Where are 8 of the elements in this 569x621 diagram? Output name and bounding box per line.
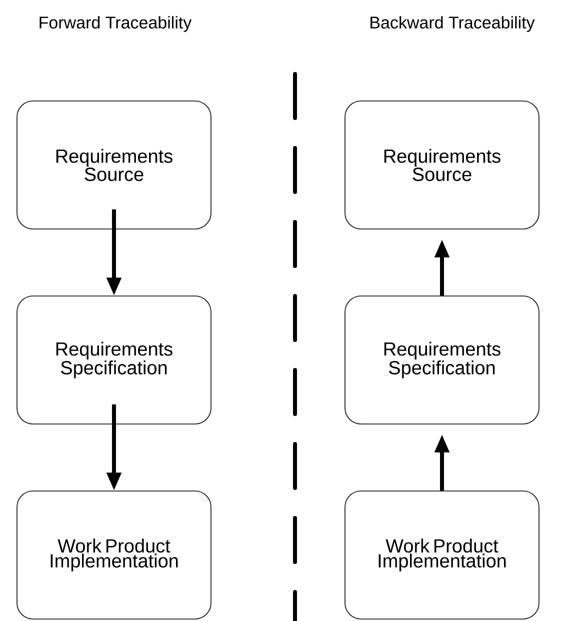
- process-box: Requirements Specification: [16, 296, 212, 424]
- process-box: Work Product Implementation: [344, 490, 540, 620]
- process-box: Requirements Specification: [344, 296, 540, 424]
- column-heading: Backward Traceability: [370, 16, 535, 32]
- process-box: Requirements Source: [16, 100, 212, 230]
- process-box: Requirements Source: [344, 100, 540, 230]
- process-box: Work Product Implementation: [16, 490, 212, 620]
- column-heading: Forward Traceability: [40, 16, 192, 32]
